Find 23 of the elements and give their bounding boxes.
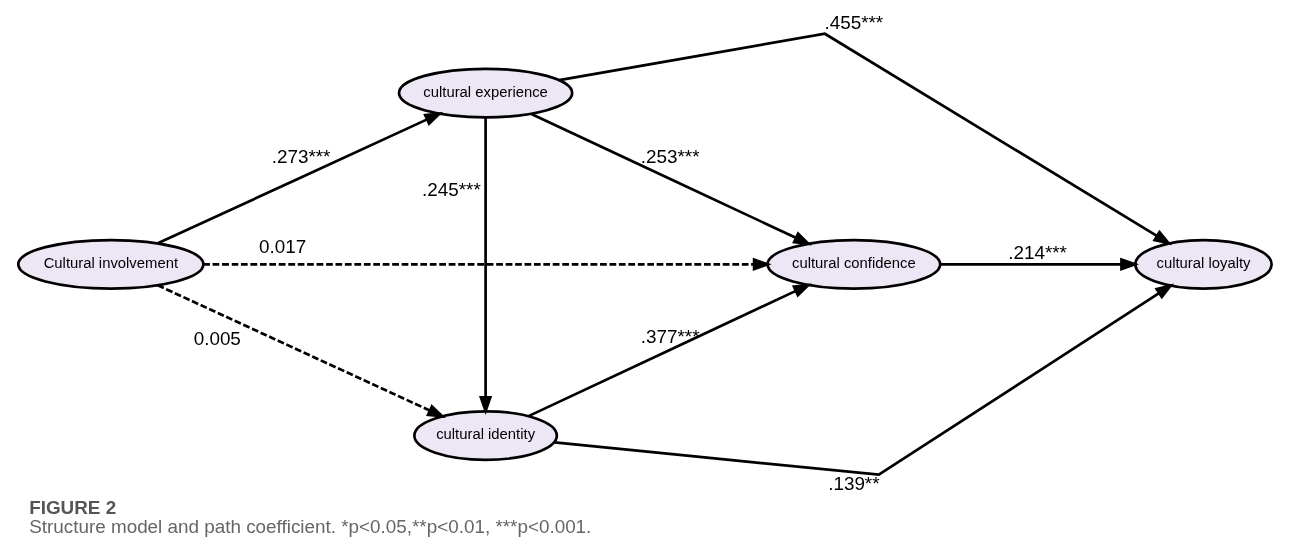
node-ellipse: cultural confidence (766, 238, 942, 290)
arrow (203, 257, 772, 271)
node-ellipse: cultural loyalty (1134, 238, 1273, 290)
arrow (157, 284, 446, 418)
edge-label: .273*** (271, 146, 331, 168)
arrow (559, 32, 1173, 246)
node-ellipse: Cultural involvement (16, 238, 205, 290)
arrow (527, 283, 812, 418)
arrow (940, 257, 1140, 271)
edge-label: .253*** (640, 146, 700, 168)
edge-label: .245*** (422, 179, 481, 201)
arrow (554, 283, 1174, 477)
arrow (157, 112, 444, 245)
edge-label: .139** (828, 472, 880, 494)
edge-label: .377*** (640, 325, 700, 347)
node-ellipse: cultural experience (397, 67, 574, 119)
edge-label: .214*** (1008, 242, 1067, 264)
arrow (478, 117, 493, 415)
edge-label: 0.017 (258, 235, 307, 257)
edge-label: .455*** (824, 11, 884, 33)
node-ellipse: cultural identity (413, 409, 559, 462)
arrow (530, 112, 813, 246)
edge-label: 0.005 (193, 328, 241, 350)
